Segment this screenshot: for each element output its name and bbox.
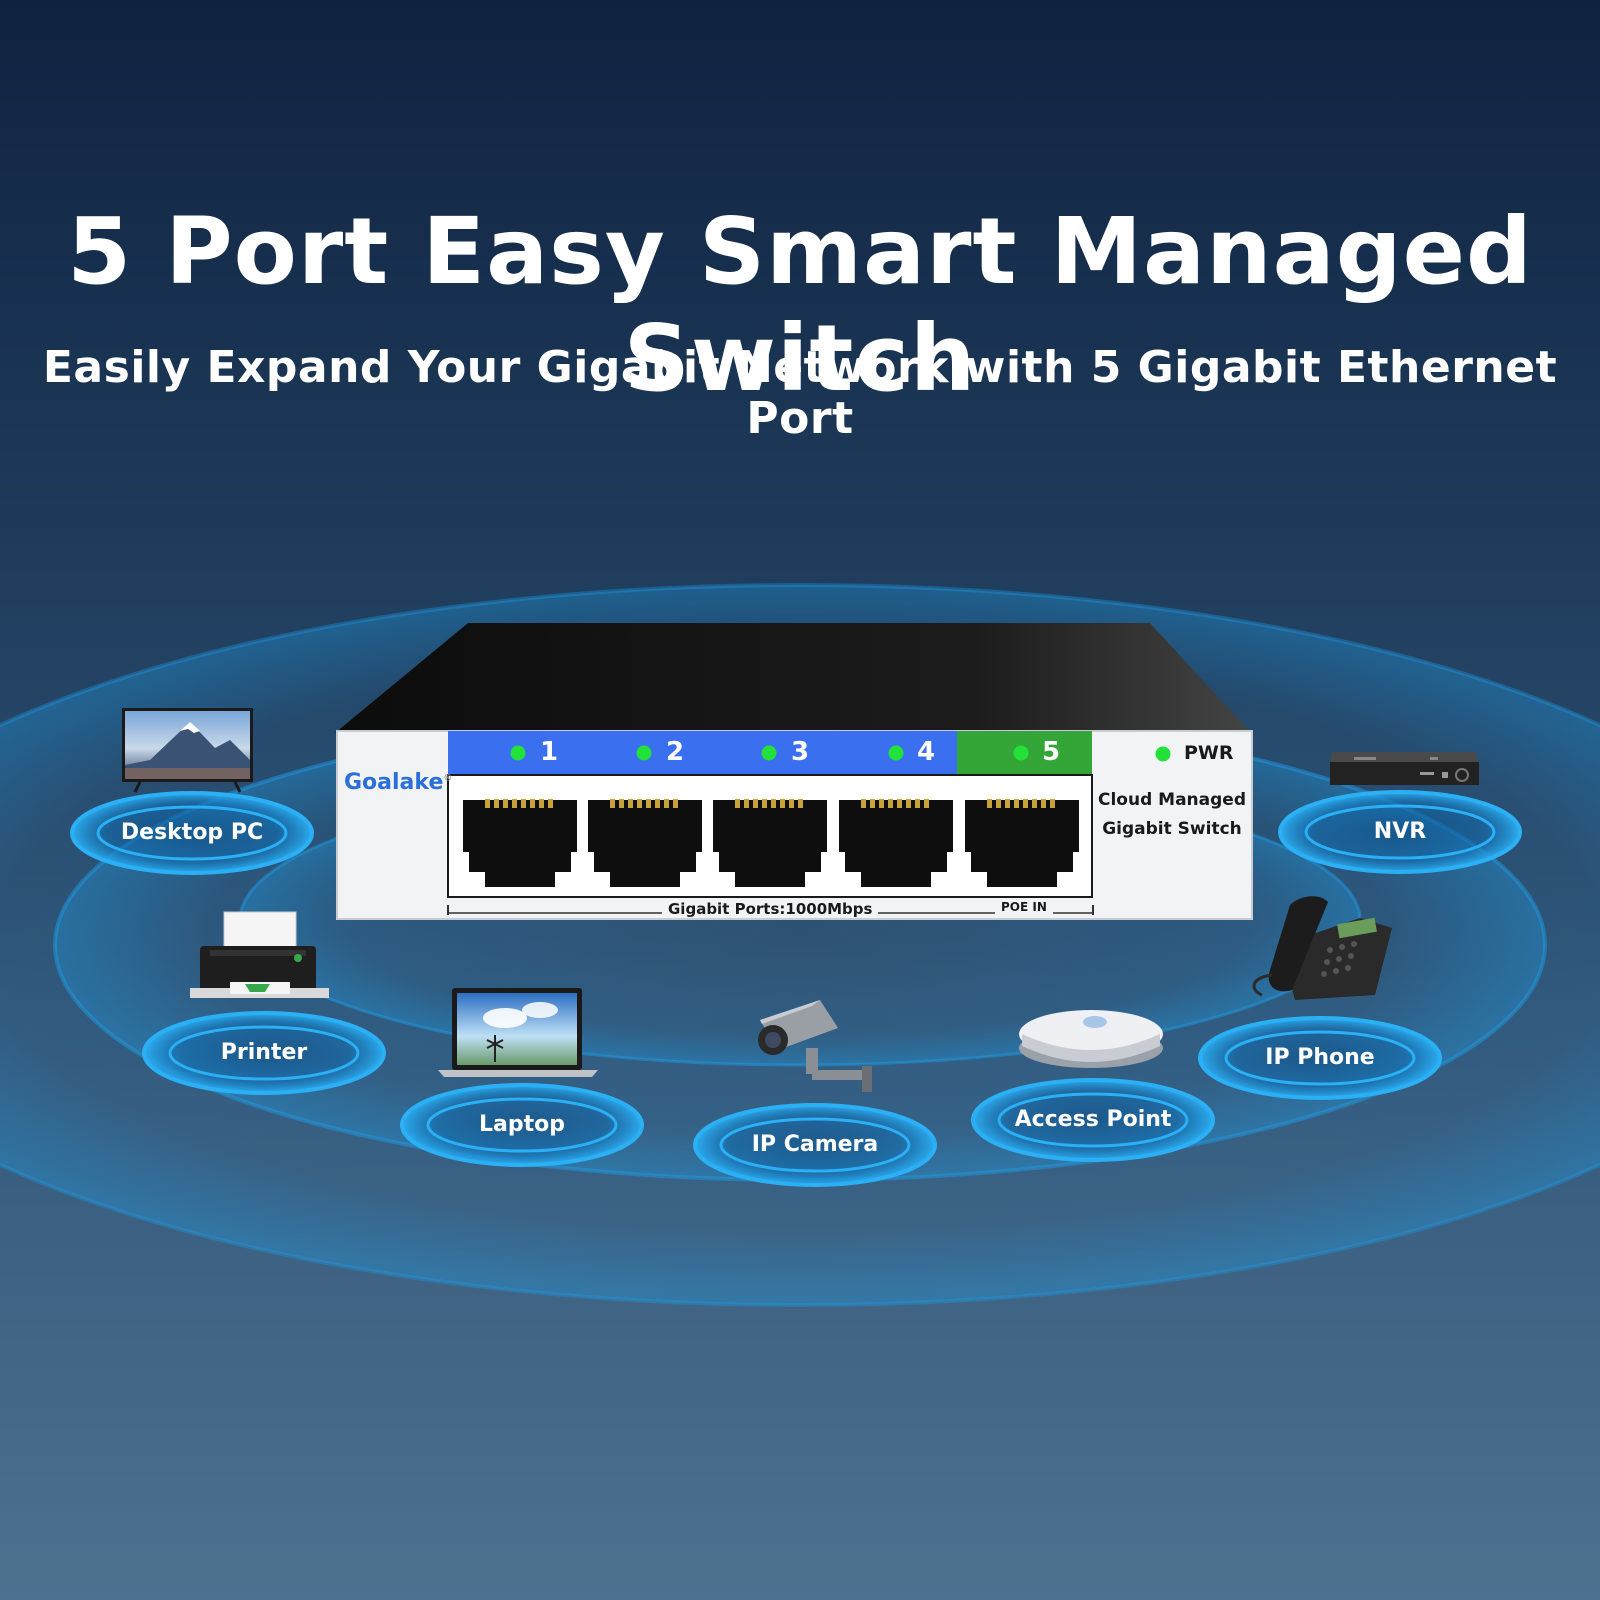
rj45-pin (619, 799, 624, 808)
rj45-pin (1014, 799, 1019, 808)
access-point-icon (1019, 1010, 1163, 1068)
bubble-desktop-pc (70, 791, 314, 875)
rj45-pin (610, 799, 615, 808)
rj45-pin (1041, 799, 1046, 808)
rj45-pin (780, 799, 785, 808)
port-number-3: 3 (791, 737, 810, 767)
rj45-pin (789, 799, 794, 808)
port-bar (448, 731, 957, 775)
rj45-pin (924, 799, 929, 808)
rj45-pin (548, 799, 553, 808)
rj45-pin (744, 799, 749, 808)
brand-mark: ® (443, 773, 453, 784)
rj45-pin (503, 799, 508, 808)
subheadline: Easily Expand Your Gigabit Network with … (42, 342, 1558, 444)
label-access-point: Access Point (1014, 1107, 1172, 1132)
bubble-laptop (400, 1083, 644, 1167)
desktop-pc-icon (122, 708, 253, 793)
rj45-pin (512, 799, 517, 808)
rj45-pin (879, 799, 884, 808)
rj45-pin (628, 799, 633, 808)
rj45-port-1 (463, 800, 577, 887)
rj45-pin (1005, 799, 1010, 808)
rj45-pin (530, 799, 535, 808)
rj45-pin (655, 799, 660, 808)
label-printer: Printer (220, 1040, 308, 1065)
port-3-led (761, 745, 777, 761)
port-leds (510, 745, 1171, 762)
rj45-pin (987, 799, 992, 808)
rj45-pin (1032, 799, 1037, 808)
port-number-2: 2 (666, 737, 685, 767)
label-ip-phone: IP Phone (1265, 1045, 1375, 1070)
switch-top-face (335, 623, 1251, 733)
port-2-led (636, 745, 652, 761)
headline: 5 Port Easy Smart Managed Switch (67, 198, 1533, 412)
label-laptop: Laptop (479, 1112, 565, 1137)
port-4-led (888, 745, 904, 761)
rj45-pin (861, 799, 866, 808)
rj45-pin (762, 799, 767, 808)
model-line-2: Gigabit Switch (1102, 819, 1242, 839)
rj45-port-5 (965, 800, 1079, 887)
rj45-pin (539, 799, 544, 808)
rj45-pin (1050, 799, 1055, 808)
label-nvr: NVR (1373, 819, 1427, 844)
rj45-pin (870, 799, 875, 808)
power-led (1155, 746, 1171, 762)
rj45-pin (1023, 799, 1028, 808)
label-ip-camera: IP Camera (751, 1132, 879, 1157)
poe-caption: POE IN (995, 900, 1053, 914)
rj45-pin (771, 799, 776, 808)
ip-phone-icon (1252, 896, 1392, 1000)
bubble-nvr (1278, 790, 1522, 874)
bubble-ip-phone (1198, 1016, 1442, 1100)
nvr-icon (1330, 752, 1479, 785)
rj45-ports (463, 799, 1079, 887)
bubble-printer (142, 1011, 386, 1095)
rj45-pin (897, 799, 902, 808)
brand-name: Goalake (344, 770, 444, 795)
rj45-pin (673, 799, 678, 808)
brand-logo: Goalake® (344, 770, 452, 795)
port-5-led (1013, 745, 1029, 761)
rj45-port-3 (713, 800, 827, 887)
rj45-pin (494, 799, 499, 808)
port-number-1: 1 (540, 737, 559, 767)
rj45-pin (996, 799, 1001, 808)
bubble-ip-camera (693, 1103, 937, 1187)
rj45-pin (888, 799, 893, 808)
port-number-4: 4 (917, 737, 936, 767)
rj45-pin (646, 799, 651, 808)
rj45-pin (906, 799, 911, 808)
power-label: PWR (1184, 742, 1234, 764)
rj45-pin (798, 799, 803, 808)
rj45-pin (915, 799, 920, 808)
port-1-led (510, 745, 526, 761)
ports-caption: Gigabit Ports:1000Mbps (662, 900, 879, 918)
label-desktop-pc: Desktop PC (120, 820, 264, 845)
model-line-1: Cloud Managed (1098, 790, 1247, 810)
ip-camera-icon (758, 1000, 872, 1092)
rj45-pin (521, 799, 526, 808)
printer-icon (190, 911, 329, 998)
rj45-port-4 (839, 800, 953, 887)
rj45-pin (735, 799, 740, 808)
laptop-icon (438, 988, 598, 1077)
device-bubbles (70, 790, 1522, 1187)
rj45-pin (753, 799, 758, 808)
rj45-pin (637, 799, 642, 808)
rj45-pin (485, 799, 490, 808)
rj45-pin (664, 799, 669, 808)
rj45-port-2 (588, 800, 702, 887)
port-number-5: 5 (1042, 737, 1061, 767)
bubble-access-point (971, 1078, 1215, 1162)
